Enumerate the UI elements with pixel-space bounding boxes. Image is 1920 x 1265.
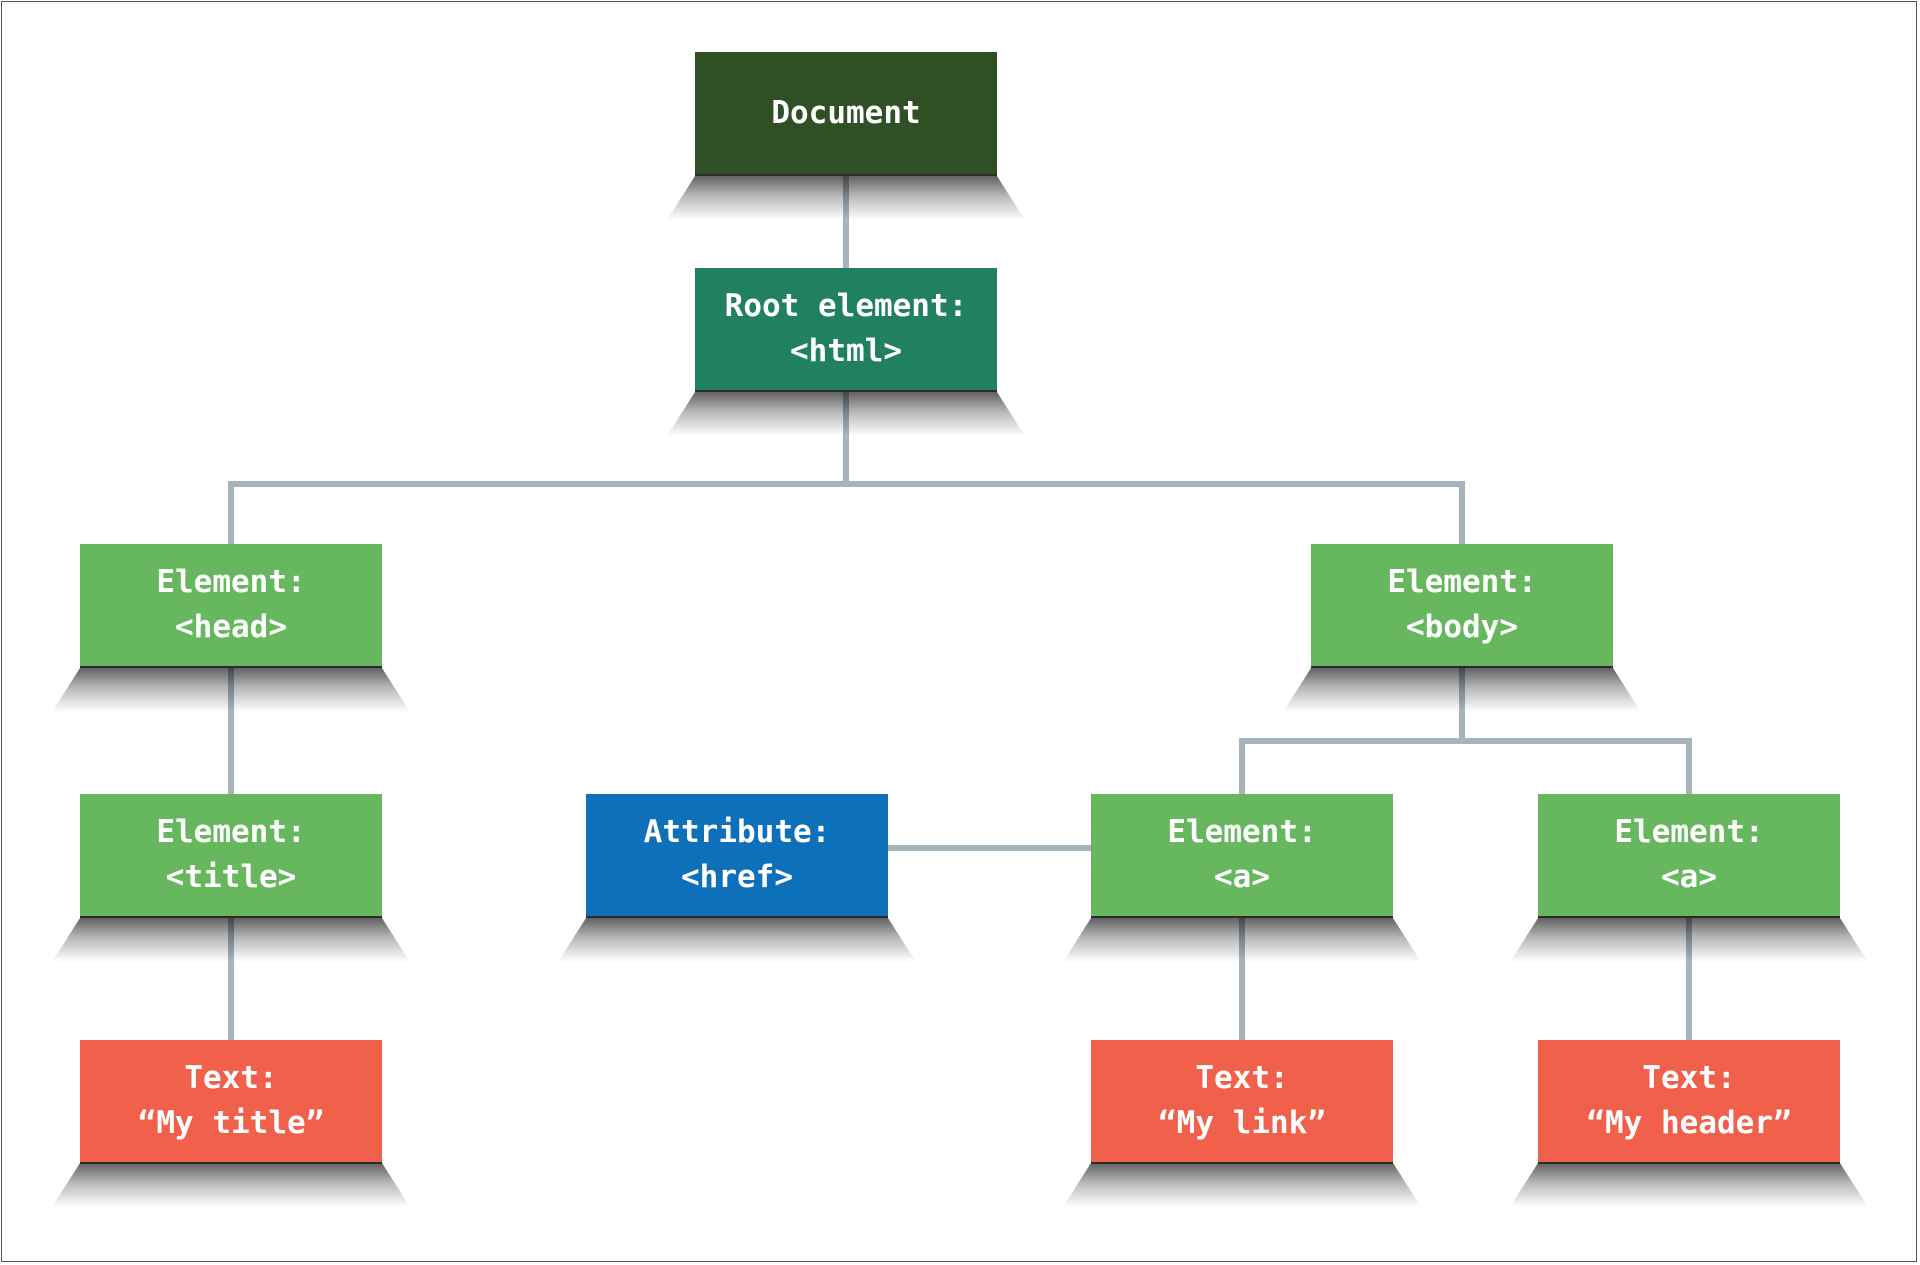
edge-html-head (228, 392, 849, 544)
node-tag: <href> (681, 859, 793, 895)
node-tag: <html> (790, 333, 902, 369)
node-element-body: Element: <body> (1311, 544, 1613, 668)
node-shadow (1063, 1163, 1421, 1207)
node-text-my-header: Text: “My header” (1538, 1040, 1840, 1164)
node-text-my-title: Text: “My title” (80, 1040, 382, 1164)
node-label: Document (771, 94, 921, 131)
node-shadow (667, 392, 1025, 436)
node-attribute-href: Attribute: <href> (586, 794, 888, 918)
node-shadow (52, 1163, 410, 1207)
node-shadow (1063, 918, 1421, 962)
node-tag: <head> (175, 609, 287, 645)
node-label: Element: (1614, 814, 1764, 850)
node-document: Document (695, 52, 997, 176)
node-tag: <title> (165, 859, 297, 895)
node-label: Element: (156, 564, 306, 600)
node-element-a-link: Element: <a> (1091, 794, 1393, 918)
node-label: Text: (1195, 1060, 1289, 1096)
node-text-value: “My link” (1158, 1105, 1326, 1141)
node-shadow (667, 176, 1025, 220)
node-text-my-link: Text: “My link” (1091, 1040, 1393, 1164)
node-label: Element: (1387, 564, 1537, 600)
node-shadow (1510, 1163, 1868, 1207)
node-tag: <a> (1214, 859, 1270, 895)
node-shadow (52, 668, 410, 712)
node-shadow (1283, 668, 1641, 712)
node-element-head: Element: <head> (80, 544, 382, 668)
node-tag: <a> (1661, 859, 1717, 895)
node-label: Attribute: (643, 814, 831, 850)
edge-html-body (846, 481, 1465, 544)
node-root-html: Root element: <html> (695, 268, 997, 392)
node-label: Root element: (724, 288, 968, 324)
edge-body-a2 (1462, 738, 1692, 794)
node-shadow (52, 918, 410, 962)
node-element-title: Element: <title> (80, 794, 382, 918)
node-element-a-header: Element: <a> (1538, 794, 1840, 918)
node-label: Element: (156, 814, 306, 850)
node-text-value: “My title” (137, 1105, 325, 1141)
node-tag: <body> (1406, 609, 1518, 645)
node-label: Text: (184, 1060, 278, 1096)
node-shadow (1510, 918, 1868, 962)
node-label: Text: (1642, 1060, 1736, 1096)
node-shadow (558, 918, 916, 962)
node-text-value: “My header” (1586, 1105, 1792, 1141)
node-label: Element: (1167, 814, 1317, 850)
